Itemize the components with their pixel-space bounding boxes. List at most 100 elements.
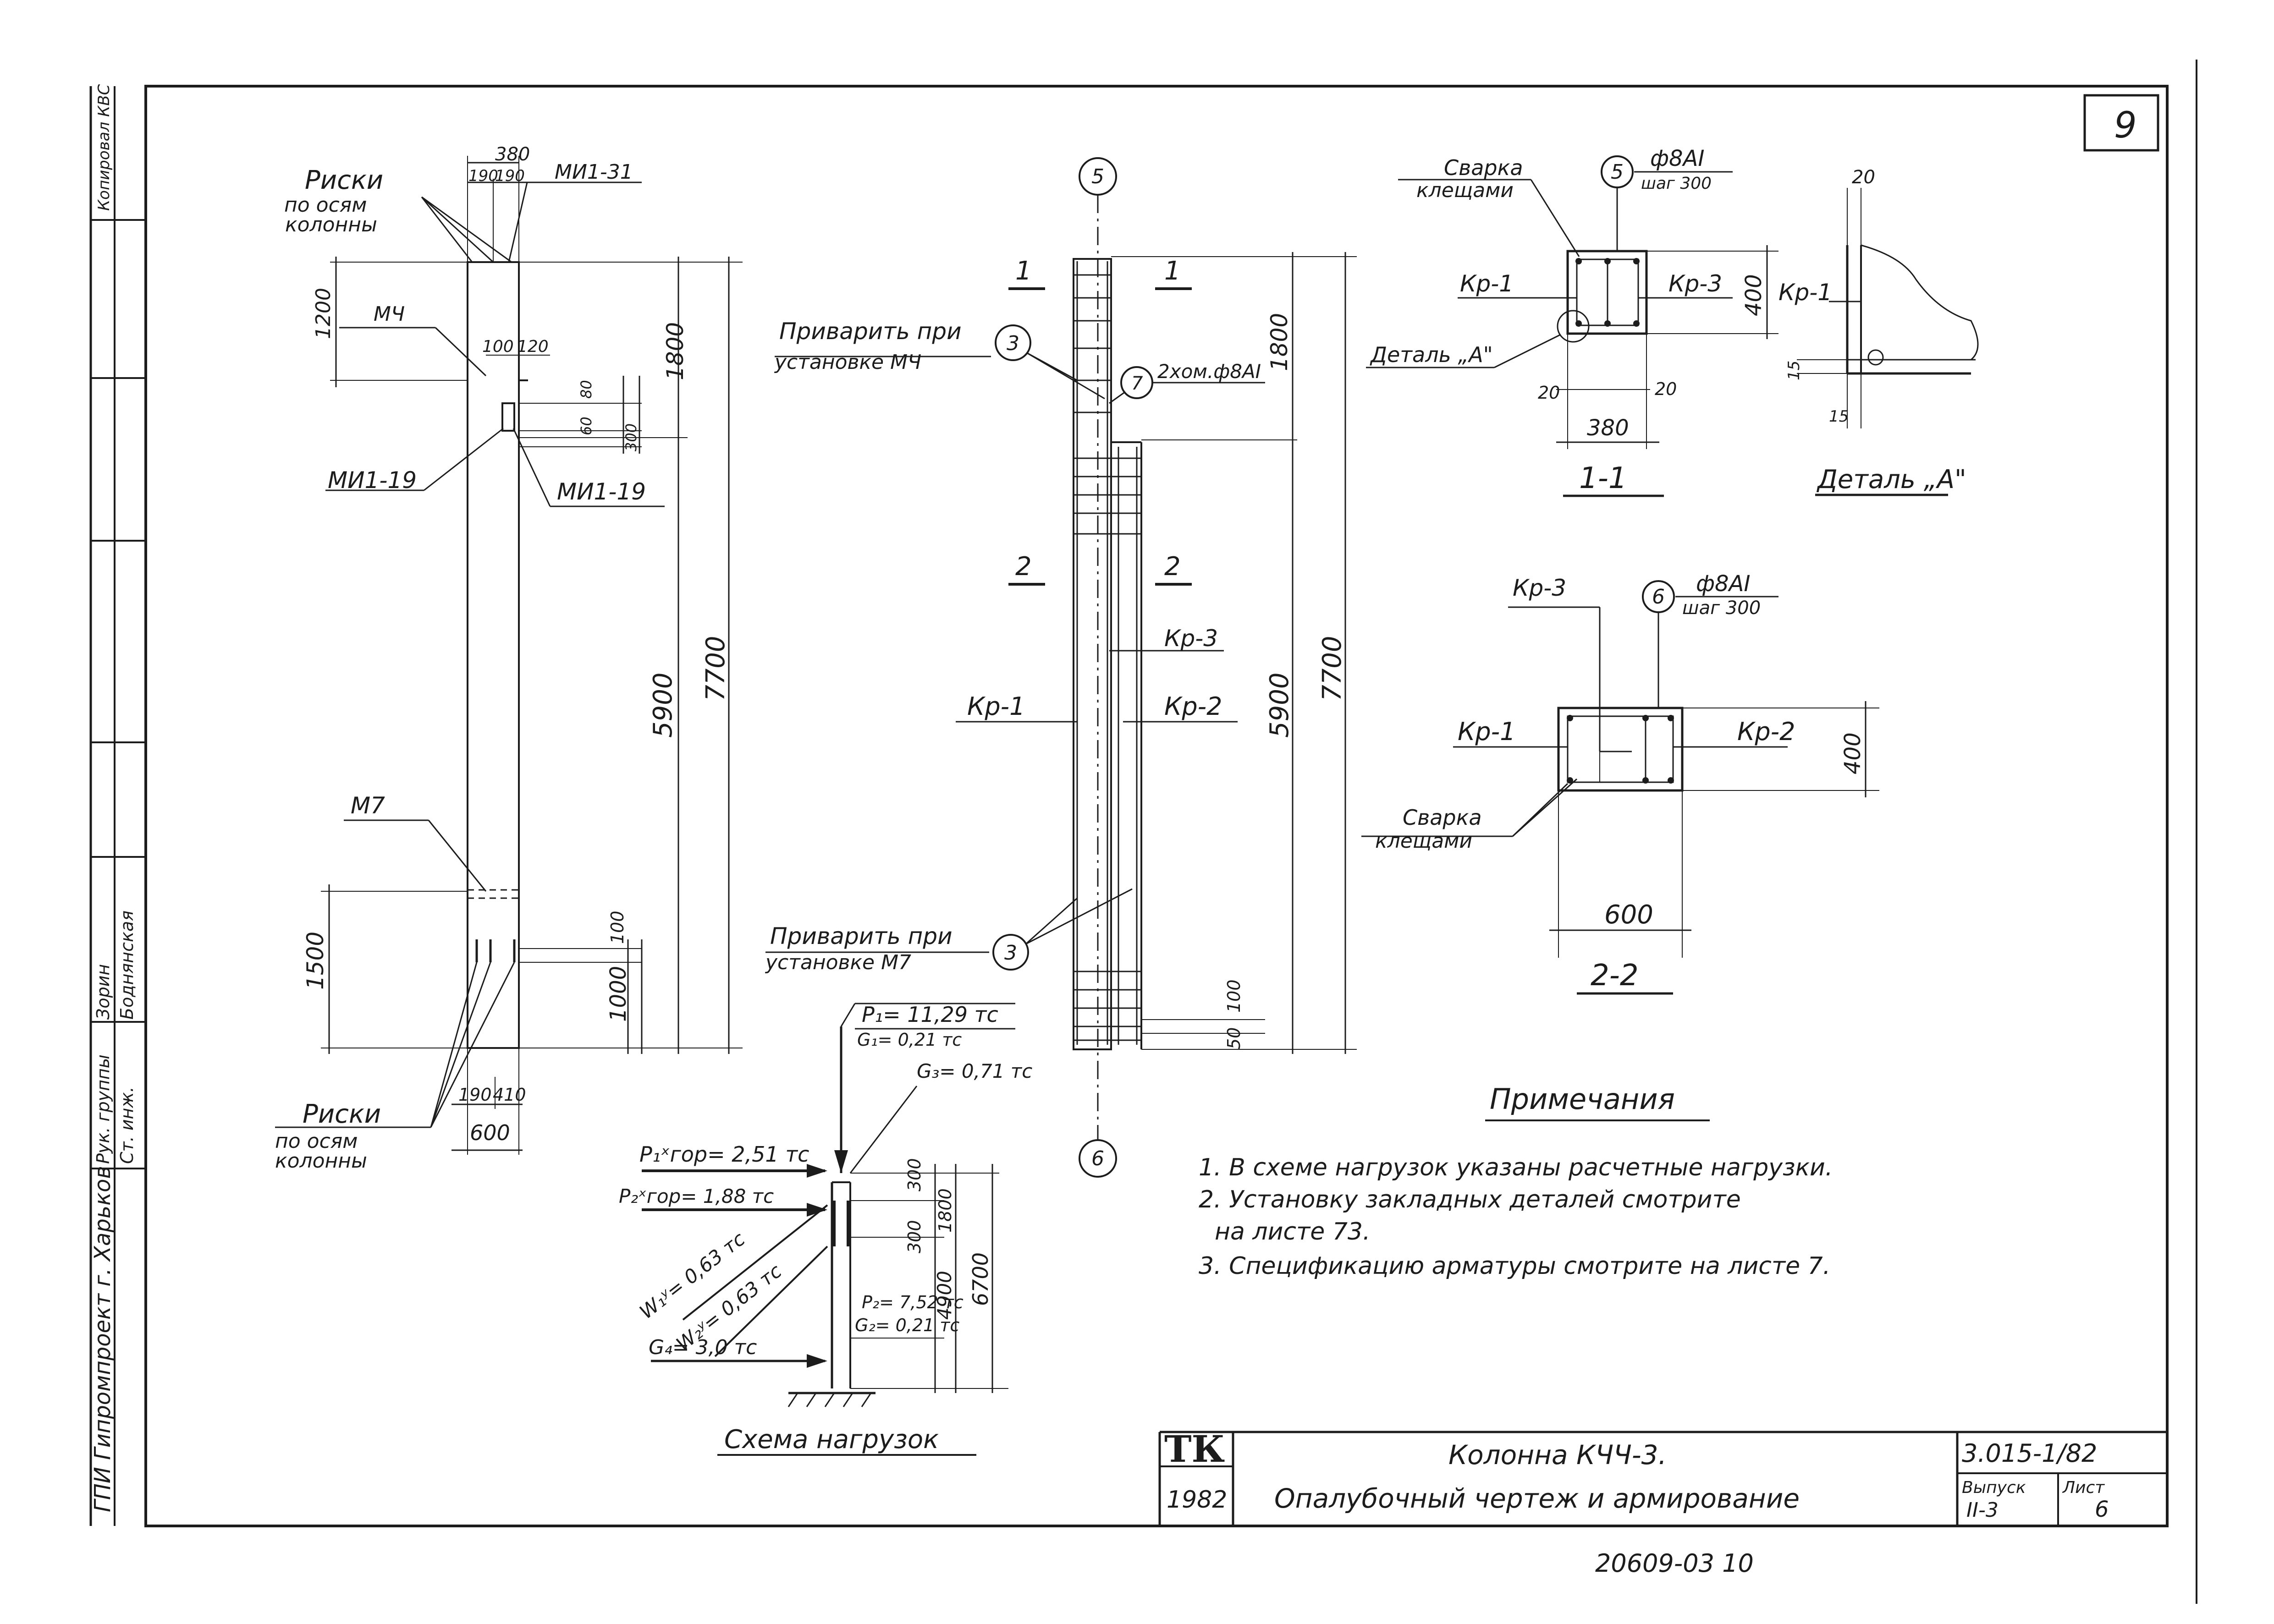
detail-a-dim-20: 20: [1852, 167, 1875, 188]
load-g2: G₂= 0,21 тс: [855, 1315, 959, 1335]
kr2-label: Кр-2: [1164, 692, 1222, 721]
clamp-label: 2хом.ф8АI: [1157, 360, 1261, 383]
kr3-label: Кр-3: [1164, 625, 1218, 652]
rf-dim-1800: 1800: [1266, 313, 1293, 371]
load-dim-300-b: 300: [904, 1220, 925, 1253]
weld-mch-line-1: Приварить при: [779, 318, 962, 345]
sheet-label: Лист: [2062, 1478, 2105, 1497]
page-number: 9: [2114, 105, 2137, 146]
load-p2: P₂= 7,52 тс: [862, 1292, 964, 1312]
dim-1200: 1200: [312, 288, 335, 339]
load-g3: G₃= 0,71 тс: [917, 1060, 1032, 1082]
dim-1800: 1800: [662, 322, 688, 380]
weld-mch-line-2: установке МЧ: [774, 351, 921, 374]
note-2-cont: на листе 73.: [1215, 1218, 1371, 1245]
s11-dim-380: 380: [1587, 415, 1629, 441]
kr1-label: Кр-1: [967, 692, 1025, 721]
title-block: [1158, 1431, 2167, 1526]
s22-kr2: Кр-2: [1737, 717, 1795, 746]
issue-label: Выпуск: [1962, 1478, 2026, 1497]
riski-bot-1: Риски: [303, 1099, 381, 1129]
load-scheme: [642, 1003, 1015, 1456]
s11-dim-20-a: 20: [1538, 383, 1560, 403]
dim-1500: 1500: [302, 932, 329, 990]
s11-dim-20-b: 20: [1655, 379, 1677, 399]
dim-300: 300: [622, 423, 640, 451]
dim-600: 600: [470, 1120, 510, 1145]
dim-100: 100: [482, 337, 514, 356]
position-3-bottom: 3: [1004, 941, 1017, 965]
sig-role-1: Рук. группы: [93, 1054, 113, 1164]
load-p2x: P₂ˣгор= 1,88 тс: [619, 1185, 774, 1207]
dim-190-b: 190: [495, 167, 525, 185]
s22-pos-6: 6: [1652, 585, 1665, 609]
dim-190-a: 190: [468, 167, 498, 185]
section-mark-1-left: 1: [1015, 256, 1032, 286]
section-2-2: [1361, 580, 1879, 995]
load-dim-4900: 4900: [933, 1271, 956, 1320]
sheet-value: 6: [2095, 1497, 2109, 1522]
axis-5-top: 5: [1091, 165, 1104, 188]
mch-label: МЧ: [374, 302, 405, 326]
s11-kr1: Кр-1: [1460, 270, 1514, 297]
position-3-top: 3: [1007, 332, 1019, 355]
section-mark-1-right: 1: [1164, 256, 1181, 286]
s22-dim-600: 600: [1604, 900, 1653, 930]
dim-410: 410: [493, 1085, 526, 1105]
detail-a-kr1: Кр-1: [1778, 279, 1832, 306]
note-2: 2. Установку закладных деталей смотрите: [1199, 1186, 1741, 1213]
weld-m7-line-2: установке М7: [765, 951, 911, 974]
s11-dim-400: 400: [1741, 274, 1767, 316]
section-mark-2-left: 2: [1015, 552, 1032, 582]
weld-m7-line-1: Приварить при: [770, 923, 953, 949]
rf-dim-100: 100: [1224, 979, 1244, 1013]
org-name: ГПИ Гипромпроект г. Харьков: [90, 1166, 116, 1512]
s22-kr1: Кр-1: [1458, 717, 1515, 746]
tk-logo: ТК: [1164, 1427, 1225, 1470]
s22-kr3: Кр-3: [1513, 575, 1566, 601]
riski-bot-2: по осям: [275, 1130, 358, 1153]
title-line-2: Опалубочный чертеж и армирование: [1274, 1483, 1800, 1514]
detail-a-dim-15-a: 15: [1785, 361, 1803, 380]
dim-1000: 1000: [606, 966, 631, 1022]
load-dim-300-a: 300: [904, 1158, 925, 1191]
mi1-19-left: МИ1-19: [328, 467, 417, 494]
s22-title: 2-2: [1591, 959, 1639, 993]
dim-190-c: 190: [458, 1085, 492, 1105]
stamp-copied: Копировал КВС: [95, 84, 113, 211]
dim-380-top: 380: [495, 144, 530, 165]
mi1-19-right: МИ1-19: [557, 478, 646, 505]
position-7: 7: [1131, 373, 1143, 394]
rf-dim-7700: 7700: [1317, 636, 1347, 701]
s11-title: 1-1: [1579, 461, 1627, 495]
s22-step: шаг 300: [1682, 598, 1761, 619]
load-p1x: P₁ˣгор= 2,51 тс: [639, 1142, 809, 1167]
reinforcement-drawing: [765, 157, 1357, 1178]
sig-role-2: Ст. инж.: [117, 1086, 137, 1164]
s11-detail-ref: Деталь „А": [1370, 342, 1493, 367]
s22-dim-400: 400: [1840, 732, 1866, 774]
detail-a-dim-15-b: 15: [1829, 407, 1849, 426]
load-scheme-title: Схема нагрузок: [724, 1425, 939, 1454]
load-dim-1800: 1800: [935, 1188, 955, 1233]
dim-5900: 5900: [648, 672, 678, 738]
series-code: 3.015-1/82: [1962, 1439, 2097, 1468]
dim-60: 60: [578, 417, 595, 435]
axis-6-bottom: 6: [1091, 1147, 1104, 1170]
dim-120: 120: [517, 337, 549, 356]
sig-name-2: Боднянская: [117, 911, 137, 1020]
load-p1: P₁= 11,29 тс: [862, 1002, 998, 1027]
s11-weld-1: Сварка: [1444, 155, 1523, 180]
riski-top-3: колонны: [285, 213, 377, 236]
issue-value: II-3: [1966, 1498, 1999, 1522]
notes-title: Примечания: [1490, 1082, 1675, 1116]
riski-bot-3: колонны: [275, 1149, 367, 1173]
dim-100-b: 100: [607, 911, 628, 944]
sig-name-1: Зорин: [93, 964, 113, 1020]
title-year: 1982: [1167, 1486, 1227, 1514]
bottom-doc-number: 20609-03 10: [1595, 1549, 1754, 1578]
s11-weld-2: клещами: [1416, 179, 1514, 202]
section-1-1: [1366, 155, 1778, 497]
